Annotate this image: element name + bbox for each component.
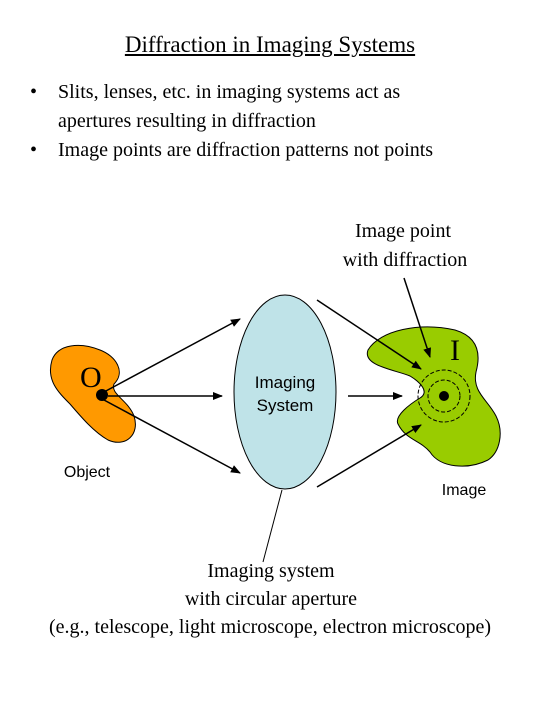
caption-line2: with circular aperture (185, 588, 357, 610)
image-shape (366, 326, 501, 467)
bullet-line: Image points are diffraction patterns no… (58, 139, 434, 161)
bullet-line: apertures resulting in diffraction (58, 110, 316, 132)
diffraction-ring-outer (417, 369, 471, 423)
image-point (439, 391, 449, 401)
callout-arrow (403, 277, 431, 358)
image-letter: I (450, 334, 460, 367)
bullet-marker: • (30, 139, 38, 161)
image-label: Image (442, 482, 487, 499)
object-label: Object (64, 464, 111, 481)
ray-arrow-upper-image (316, 299, 422, 370)
image-point-callout-line2: with diffraction (343, 249, 468, 271)
slide-title: Diffraction in Imaging Systems (124, 32, 416, 57)
bullet-list: • Slits, lenses, etc. in imaging systems… (30, 78, 530, 165)
lens-shape (233, 294, 337, 490)
lens-label-line2: System (257, 396, 314, 415)
caption-leader-line (262, 489, 283, 563)
ray-arrow-upper (103, 318, 241, 393)
image-point-callout-line1: Image point (355, 220, 452, 242)
lens-label-line1: Imaging (255, 373, 315, 392)
ray-arrow-lower (103, 399, 241, 474)
caption-line1: Imaging system (207, 560, 335, 582)
bullet-line: Slits, lenses, etc. in imaging systems a… (58, 81, 401, 103)
object-letter: O (80, 361, 102, 394)
caption-line3: (e.g., telescope, light microscope, elec… (49, 616, 491, 638)
diffraction-ring-inner (427, 379, 461, 413)
bullet-item: • Image points are diffraction patterns … (30, 136, 530, 165)
bullet-marker: • (30, 81, 38, 103)
bullet-item: • Slits, lenses, etc. in imaging systems… (30, 78, 530, 136)
ray-arrow-lower-image (316, 424, 422, 488)
